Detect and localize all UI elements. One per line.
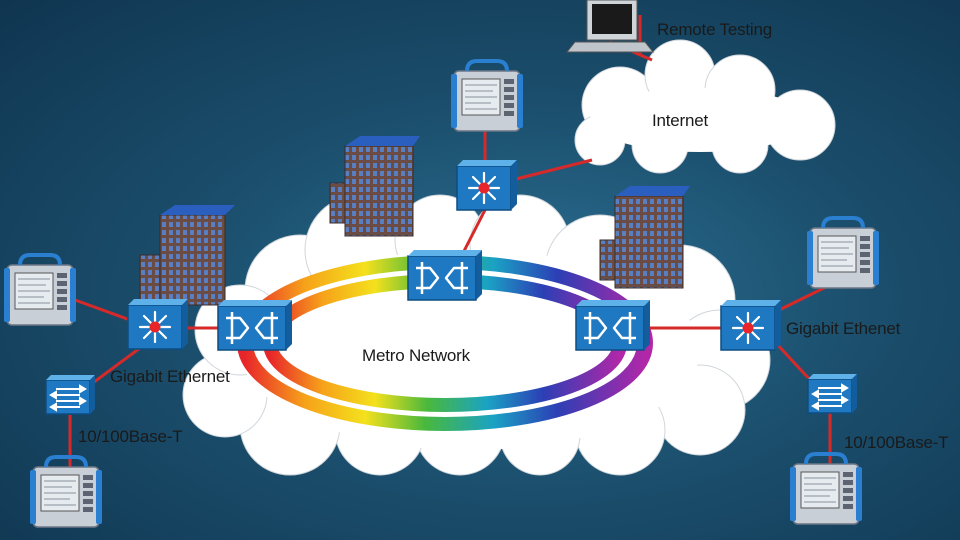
building-icon bbox=[139, 205, 235, 306]
switch-icon bbox=[126, 297, 190, 351]
internet-cloud bbox=[574, 39, 836, 174]
building-icon bbox=[329, 136, 420, 237]
ethernet-switch-icon bbox=[807, 373, 858, 414]
base-t-right-label: 10/100Base-T bbox=[844, 433, 949, 452]
ethernet-switch-icon bbox=[45, 374, 96, 415]
ring-router-icon bbox=[574, 298, 652, 352]
test-instrument-icon bbox=[449, 59, 525, 133]
gigabit-ethernet-right-label: Gigabit Ethenet bbox=[786, 319, 901, 338]
links bbox=[68, 15, 832, 470]
test-instrument-icon bbox=[805, 216, 881, 290]
internet-label: Internet bbox=[652, 111, 709, 130]
base-t-left-label: 10/100Base-T bbox=[78, 427, 183, 446]
switch-icon bbox=[455, 158, 519, 212]
test-instrument-icon bbox=[788, 452, 864, 526]
remote-testing-label: Remote Testing bbox=[657, 20, 773, 39]
ring-router-icon bbox=[216, 298, 294, 352]
test-instrument-icon bbox=[2, 253, 78, 327]
computer-icon bbox=[565, 0, 655, 53]
gigabit-ethernet-left-label: Gigabit Ethernet bbox=[110, 367, 230, 386]
metro-network-label: Metro Network bbox=[362, 346, 470, 365]
test-instrument-icon bbox=[28, 455, 104, 529]
switch-icon bbox=[719, 298, 783, 352]
building-icon bbox=[599, 186, 690, 289]
ring-router-icon bbox=[406, 248, 484, 302]
